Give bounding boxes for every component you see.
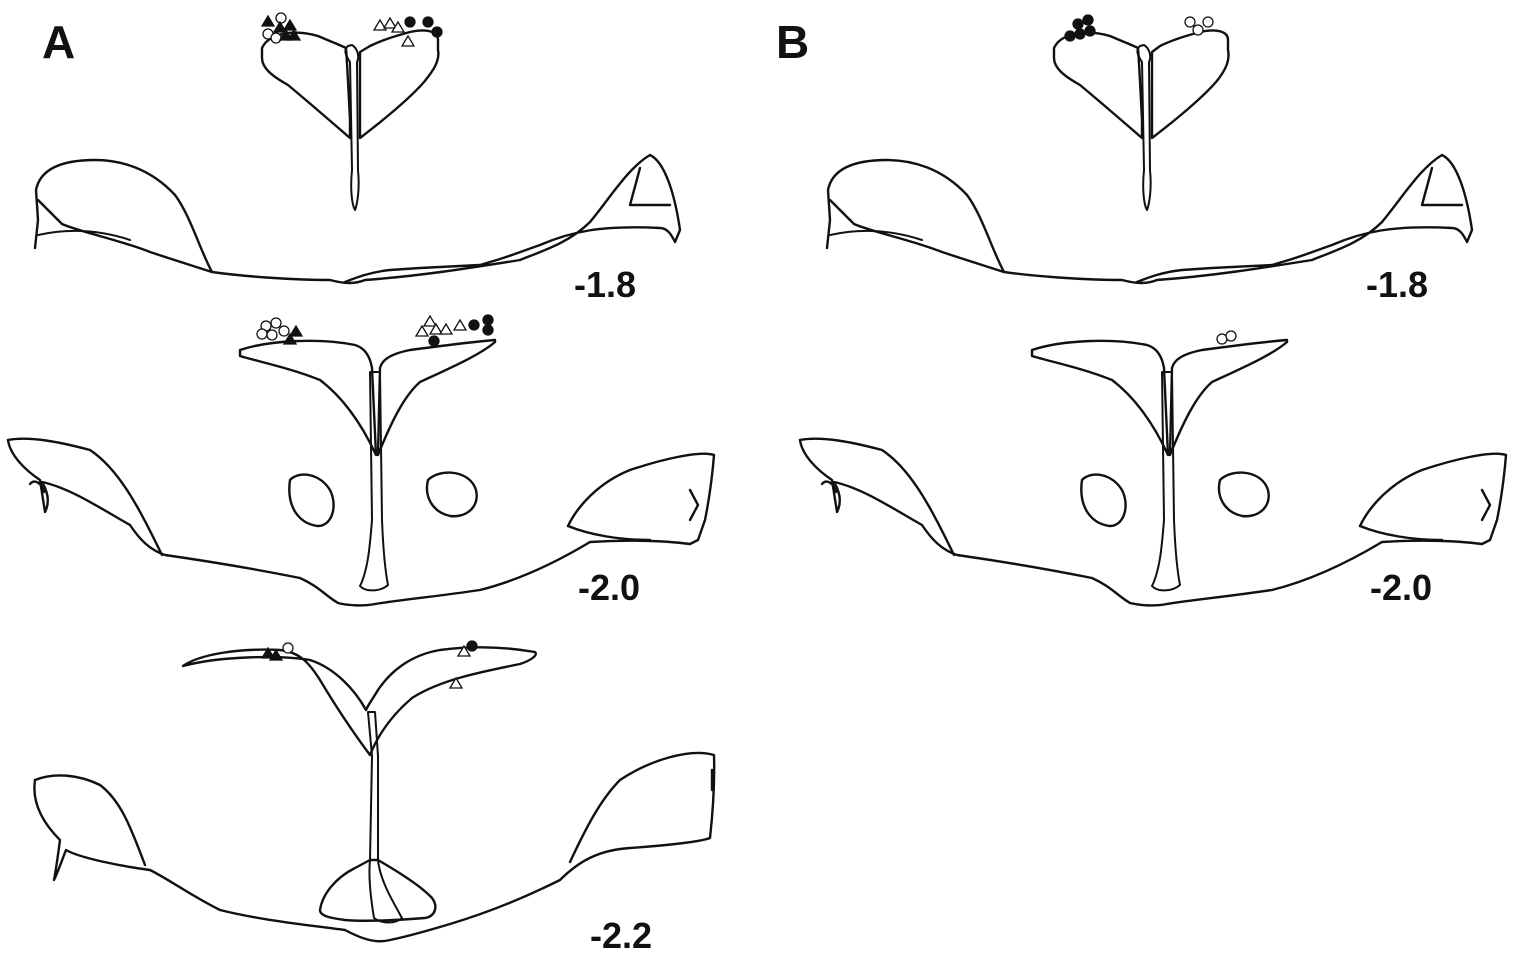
filled-circle-marker — [432, 27, 442, 37]
section-b-level-1: -1.8 — [827, 15, 1472, 305]
open-circle-marker — [267, 330, 277, 340]
dorsal-hippocampus-outline — [1170, 340, 1287, 455]
panel-b: B -1.8 — [776, 15, 1506, 608]
filled-triangle-marker — [262, 16, 274, 26]
filled-circle-marker — [429, 336, 439, 346]
open-circle-marker — [271, 33, 281, 43]
section-b-level-2: -2.0 — [800, 331, 1506, 608]
open-triangle-marker — [402, 36, 414, 46]
filled-triangle-marker — [284, 20, 296, 30]
open-triangle-marker — [440, 324, 452, 334]
dorsal-hippocampus-outline — [360, 30, 438, 138]
ventricle-outline — [289, 475, 333, 526]
dorsal-hippocampus-outline — [262, 33, 350, 138]
ventricle-outline — [427, 473, 477, 517]
open-circle-marker — [279, 326, 289, 336]
level-label-b-2: -2.0 — [1370, 567, 1432, 608]
cortex-base-outline — [34, 753, 714, 941]
ventricle-outline — [1219, 473, 1269, 517]
open-circle-marker — [1226, 331, 1236, 341]
dorsal-hippocampus-outline — [240, 341, 376, 455]
panel-a: A -1.8 — [8, 13, 714, 955]
open-triangle-marker — [424, 316, 436, 326]
level-label-a-3: -2.2 — [590, 915, 652, 955]
filled-circle-marker — [1075, 29, 1085, 39]
recording-site-markers — [1217, 331, 1236, 344]
dorsal-hippocampus-outline — [1152, 30, 1229, 138]
recording-site-markers — [262, 641, 477, 688]
dorsal-hippocampus-outline — [1054, 33, 1142, 138]
filled-circle-marker — [469, 320, 479, 330]
open-circle-marker — [1193, 25, 1203, 35]
level-label-a-2: -2.0 — [578, 567, 640, 608]
recording-site-markers — [262, 13, 442, 46]
open-triangle-marker — [454, 320, 466, 330]
filled-circle-marker — [483, 315, 493, 325]
filled-circle-marker — [1083, 15, 1093, 25]
filled-circle-marker — [1073, 19, 1083, 29]
filled-circle-marker — [405, 17, 415, 27]
open-triangle-marker — [384, 18, 396, 28]
open-circle-marker — [1203, 17, 1213, 27]
lateral-structure-outline — [38, 200, 212, 272]
panel-b-label: B — [776, 16, 809, 68]
open-circle-marker — [283, 643, 293, 653]
open-circle-marker — [1185, 17, 1195, 27]
section-a-level-3: -2.2 — [34, 641, 714, 955]
dorsal-hippocampus-outline — [1032, 341, 1168, 455]
third-ventricle-outline — [320, 860, 435, 921]
open-circle-marker — [276, 13, 286, 23]
level-label-a-1: -1.8 — [574, 264, 636, 305]
lateral-structure-outline — [35, 775, 145, 865]
lateral-structure-outline — [830, 200, 1004, 272]
filled-circle-marker — [483, 325, 493, 335]
open-triangle-marker — [416, 326, 428, 336]
filled-circle-marker — [423, 17, 433, 27]
filled-triangle-marker — [290, 326, 302, 336]
recording-site-markers — [1065, 15, 1213, 41]
recording-site-markers — [257, 315, 493, 346]
open-circle-marker — [271, 318, 281, 328]
filled-circle-marker — [1065, 31, 1075, 41]
open-circle-marker — [257, 329, 267, 339]
dorsal-hippocampus-outline — [378, 340, 495, 455]
level-label-b-1: -1.8 — [1366, 264, 1428, 305]
section-a-level-1: -1.8 — [35, 13, 680, 305]
ventricle-outline — [1081, 475, 1125, 526]
filled-circle-marker — [1085, 26, 1095, 36]
panel-a-label: A — [42, 16, 75, 68]
filled-circle-marker — [467, 641, 477, 651]
section-a-level-2: -2.0 — [8, 315, 714, 608]
midline-fissure — [368, 712, 402, 923]
dorsal-hippocampus-outline — [183, 647, 536, 755]
